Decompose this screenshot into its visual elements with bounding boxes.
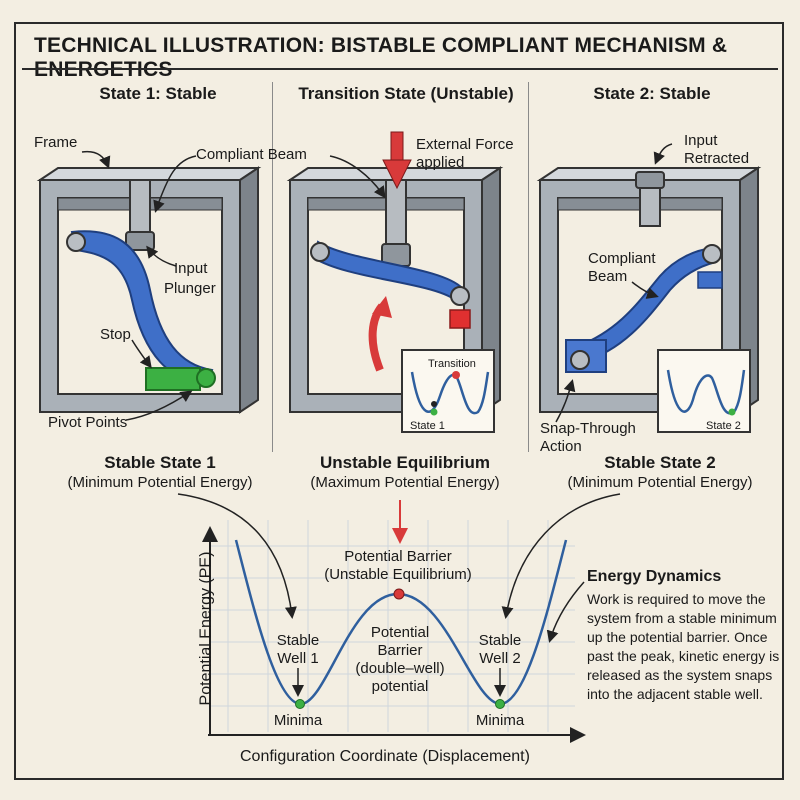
minima-left-label: Minima — [273, 712, 323, 729]
frame-label: Frame — [34, 134, 78, 151]
force-arrow — [382, 131, 412, 190]
transition-plunger — [381, 179, 411, 267]
page-border — [14, 22, 784, 780]
beam-leader-1 — [153, 155, 197, 213]
energy-dynamics-text: Work is required to move the system from… — [587, 591, 780, 702]
center-label-1: Potential — [370, 624, 430, 641]
state1-beam — [66, 230, 216, 391]
state1-heading: State 1: Stable — [99, 84, 217, 103]
snap-arrow-head — [372, 296, 392, 318]
snap-through-label-1: Snap-Through — [540, 420, 636, 437]
stable-state2-caption: Stable State 2 — [604, 453, 716, 472]
state1-plunger — [125, 179, 155, 251]
column-divider-right — [528, 82, 529, 452]
state2-beam-label-2: Beam — [588, 268, 628, 285]
minima-right-label: Minima — [475, 712, 525, 729]
energy-dynamics-title: Energy Dynamics — [587, 568, 722, 585]
beam-leader-3 — [631, 281, 659, 299]
stable-state1-caption: Stable State 1 — [104, 453, 216, 472]
state2-beam — [565, 244, 723, 373]
plunger-leader — [146, 245, 177, 267]
barrier-label-1: Potential Barrier — [344, 548, 452, 565]
state2-beam-label-1: Compliant — [588, 250, 656, 267]
snap-through-label-2: Action — [540, 438, 582, 455]
state1-curve-arrow — [177, 493, 297, 619]
transition-beam — [310, 240, 471, 329]
title-rule — [22, 68, 778, 70]
well1-label-1: Stable — [276, 632, 320, 649]
state2-heading: State 2: Stable — [593, 84, 711, 103]
input-retracted-label-1: Input — [684, 132, 718, 149]
well1-label-2: Well 1 — [277, 650, 319, 667]
center-label-2: Barrier — [377, 642, 423, 659]
state2-curve-arrow — [501, 493, 621, 619]
center-label-4: potential — [371, 678, 429, 695]
plunger-label: Plunger — [164, 280, 216, 297]
unstable-caption: Unstable Equilibrium — [319, 453, 491, 472]
applied-label: applied — [416, 154, 465, 171]
pivot-leader — [125, 390, 193, 421]
inset-state2-label: State 2 — [706, 420, 741, 432]
stop-leader — [131, 339, 152, 369]
barrier-label-2: (Unstable Equilibrium) — [324, 566, 472, 583]
transition-heading: Transition State (Unstable) — [298, 84, 514, 103]
state2-inset — [657, 349, 751, 433]
inset-state1-label: State 1 — [410, 420, 445, 432]
stable-state1-sub: (Minimum Potential Energy) — [67, 474, 253, 491]
frame-leader — [81, 150, 111, 169]
stop-label: Stop — [100, 326, 131, 343]
dynamics-arrow — [546, 581, 585, 643]
external-force-label: External Force — [416, 136, 514, 153]
pivot-points-label: Pivot Points — [48, 414, 128, 431]
well2-label-2: Well 2 — [479, 650, 521, 667]
center-label-3: (double–well) — [355, 660, 445, 677]
well2-label-1: Stable — [478, 632, 522, 649]
transition-inset — [401, 349, 495, 433]
y-axis-label: Potential Energy (PE) — [197, 551, 215, 706]
x-axis-label: Configuration Coordinate (Displacement) — [240, 748, 530, 765]
compliant-beam-label: Compliant Beam — [196, 146, 307, 163]
barrier-point — [393, 588, 405, 600]
retracted-leader — [653, 143, 673, 165]
minimum-left-point — [295, 699, 305, 709]
beam-leader-2 — [329, 155, 386, 199]
graph-grid — [210, 520, 575, 732]
minimum-right-point — [495, 699, 505, 709]
column-divider-left — [272, 82, 273, 452]
snap-leader — [555, 379, 576, 423]
state2-plunger — [635, 171, 665, 227]
input-retracted-label-2: Retracted — [684, 150, 750, 167]
stable-state2-sub: (Minimum Potential Energy) — [567, 474, 753, 491]
inset-transition-label: Transition — [428, 358, 476, 370]
unstable-sub: (Maximum Potential Energy) — [310, 474, 500, 491]
input-label: Input — [174, 260, 208, 277]
